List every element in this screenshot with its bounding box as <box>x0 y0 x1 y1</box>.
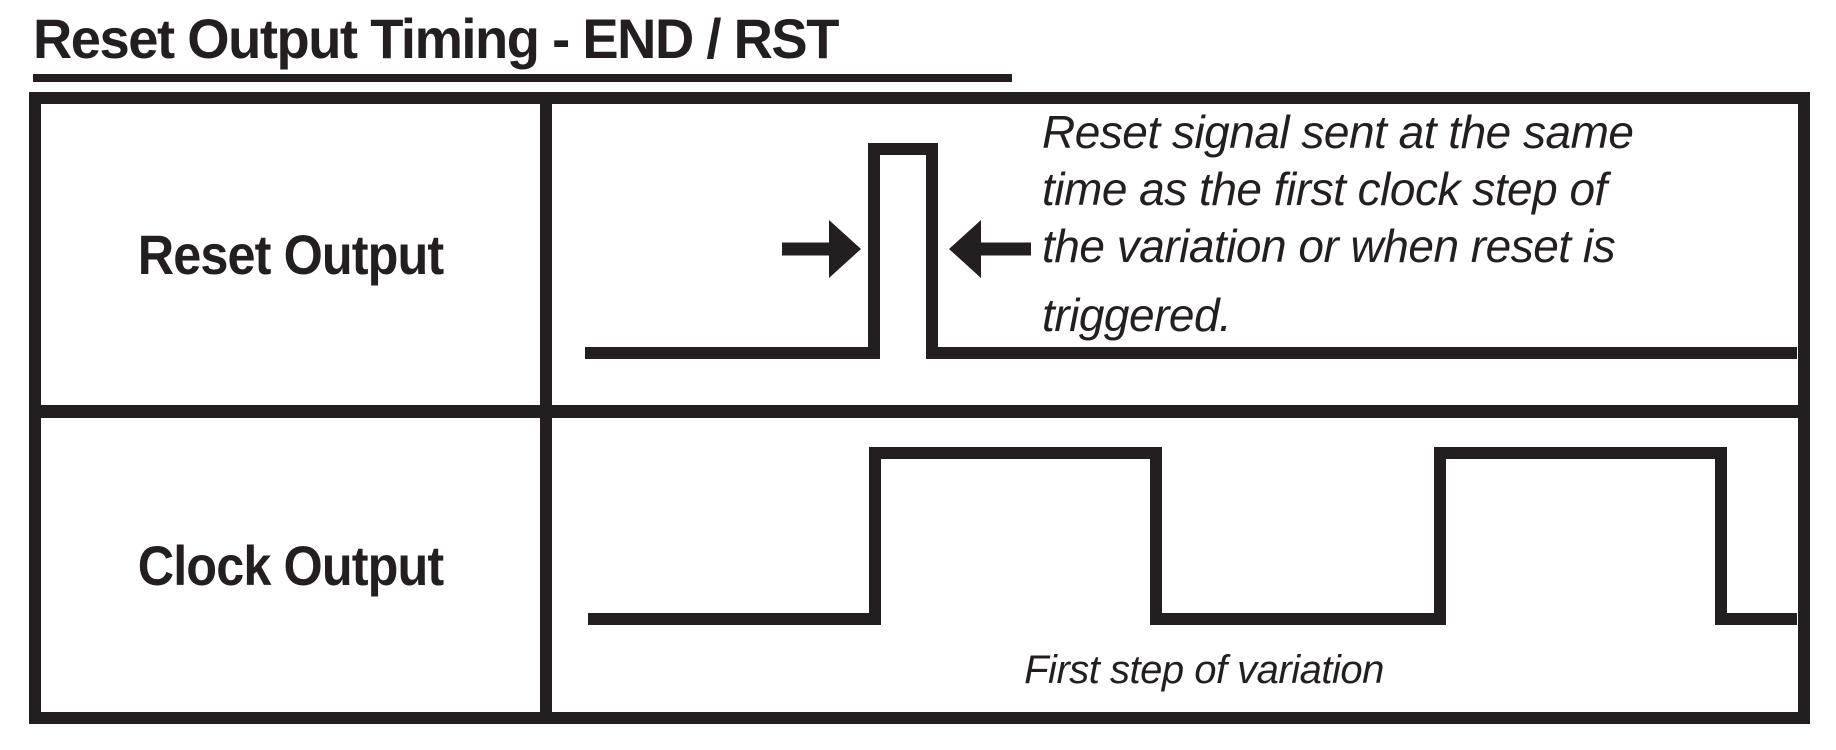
annotation-line-2: time as the first clock step of <box>1042 163 1607 215</box>
annotation-line-3: the variation or when reset is <box>1042 220 1616 272</box>
title-underline <box>33 74 1012 82</box>
table-row-divider <box>29 405 1810 418</box>
arrow-left-icon <box>949 220 1031 278</box>
reset-output-label: Reset Output <box>137 223 445 286</box>
reset-output-waveform <box>585 143 1797 359</box>
clock-output-waveform <box>588 447 1797 625</box>
clock-output-label: Clock Output <box>137 533 444 597</box>
reset-annotation: Reset signal sent at the same time as th… <box>1042 104 1812 344</box>
annotation-line-4: triggered. <box>1042 289 1232 341</box>
first-step-caption: First step of variation <box>1024 648 1384 692</box>
annotation-line-1: Reset signal sent at the same <box>1042 106 1634 158</box>
arrow-right-icon <box>782 220 861 278</box>
page-title: Reset Output Timing - END / RST <box>33 7 839 70</box>
